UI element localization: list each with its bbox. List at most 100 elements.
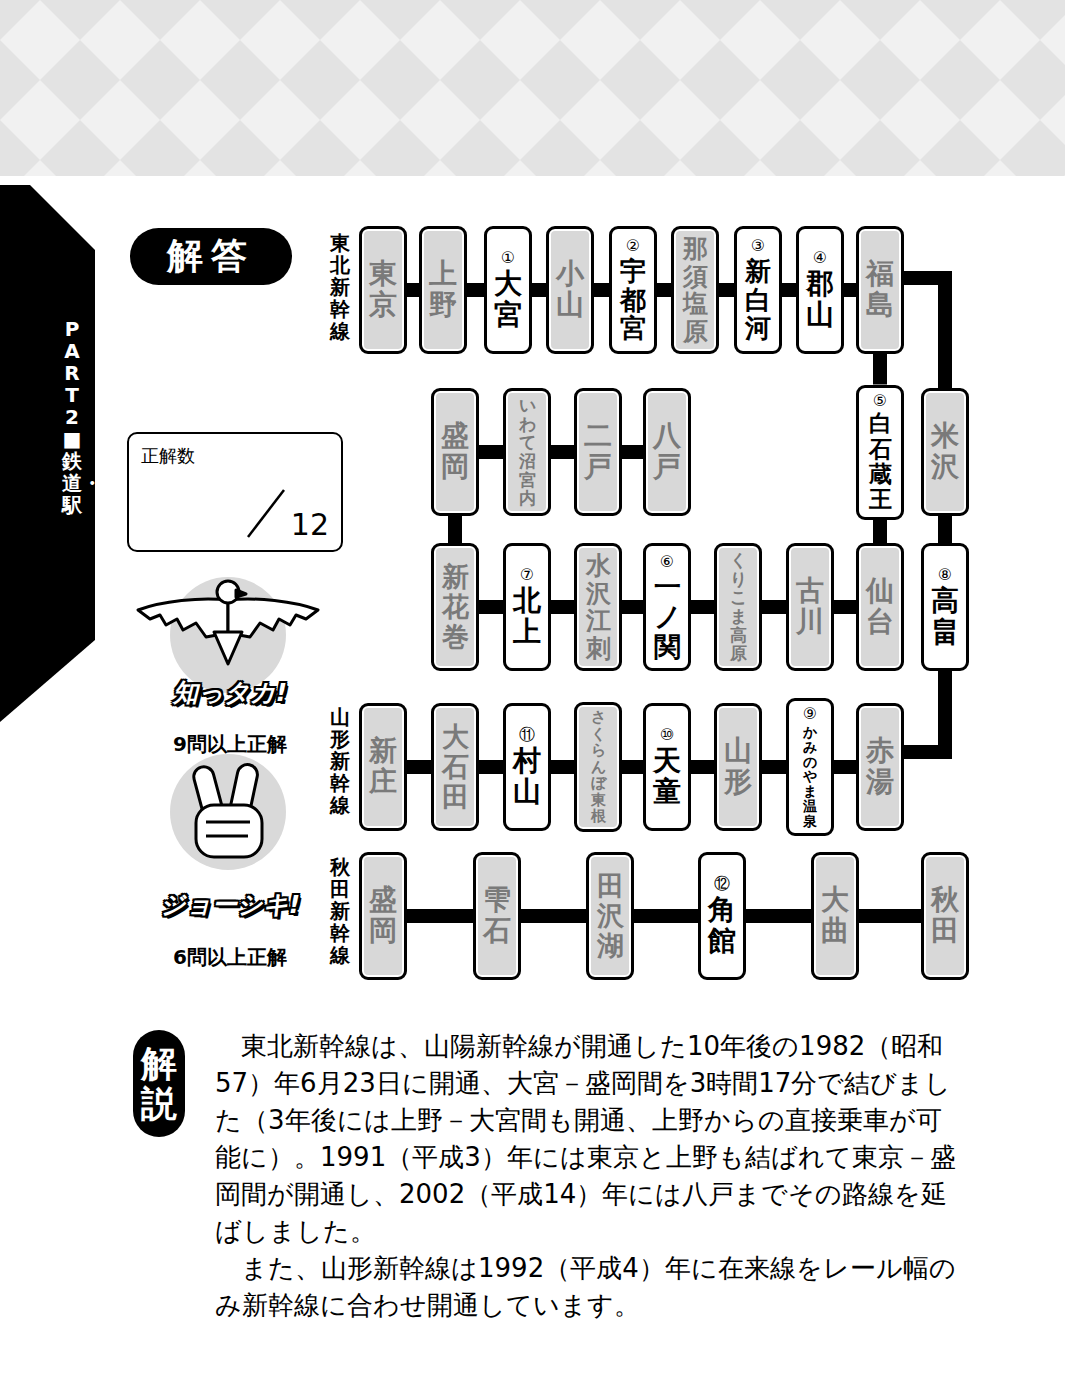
- rail-line: [634, 909, 698, 923]
- station-name: 大曲: [821, 885, 849, 947]
- rank-badge: 知っタカ!: [140, 676, 320, 709]
- rail-line: [859, 909, 921, 923]
- station-name: 米沢: [931, 421, 959, 483]
- station-name: 田沢湖: [597, 871, 624, 960]
- station-name: 村山: [513, 746, 541, 808]
- rail-line: [762, 600, 786, 614]
- rank-badge: ジョーシキ!: [140, 888, 320, 921]
- station-name: 水沢江刺: [586, 552, 611, 662]
- rail-line: [407, 909, 473, 923]
- station-box: ⑨かみのやま温泉: [786, 698, 834, 836]
- callout-number: ⑨: [802, 705, 818, 723]
- station-box: 大曲: [811, 852, 859, 980]
- commentary-pill: 解説: [133, 1030, 185, 1137]
- rail-line: [622, 445, 643, 459]
- rail-line: [622, 600, 643, 614]
- station-name: 新庄: [369, 736, 397, 798]
- rail-line: [551, 445, 574, 459]
- callout-number: ⑥: [659, 553, 675, 571]
- rail-line: [594, 283, 609, 297]
- station-box: ⑪村山: [503, 703, 551, 831]
- rail-line: [551, 760, 574, 774]
- station-name: 秋田: [931, 885, 959, 947]
- station-box: 赤湯: [856, 703, 904, 831]
- station-box: 水沢江刺: [574, 543, 622, 671]
- station-name: 古川: [796, 576, 824, 638]
- station-box: 米沢: [921, 388, 969, 516]
- station-box: 雫石: [473, 852, 521, 980]
- station-name: 小山: [556, 259, 584, 321]
- station-box: 新庄: [359, 703, 407, 831]
- rail-line: [467, 283, 484, 297]
- callout-number: ③: [750, 237, 766, 255]
- station-box: ⑤白石蔵王: [856, 385, 904, 520]
- callout-number: ②: [625, 237, 641, 255]
- station-box: 上野: [419, 226, 467, 354]
- station-name: 新白河: [745, 257, 771, 343]
- rail-line: [719, 283, 734, 297]
- station-name: 角館: [708, 895, 736, 957]
- rail-line: [844, 283, 856, 297]
- part-heading: PART 2■鉄道・駅: [62, 318, 82, 516]
- callout-number: ①: [500, 249, 516, 267]
- rail-line: [479, 760, 503, 774]
- station-box: くりこま高原: [714, 543, 762, 671]
- station-name: いわて沼宮内: [519, 396, 536, 508]
- station-box: ③ 新白河: [734, 226, 782, 354]
- eagle-illustration: [138, 577, 318, 693]
- rail-line: [762, 760, 786, 774]
- score-slash: [248, 490, 284, 537]
- station-box: 秋田: [921, 852, 969, 980]
- station-name: さくらんぼ東根: [591, 709, 606, 825]
- station-name: 盛岡: [441, 421, 469, 483]
- rail-line: [746, 909, 811, 923]
- station-name: 宇都宮: [620, 257, 646, 343]
- station-box: 山形: [714, 703, 762, 831]
- station-box: 那須塩原: [671, 226, 719, 354]
- v-sign-illustration: [170, 754, 286, 870]
- station-name: 高畠: [931, 586, 959, 648]
- rank-note: 9問以上正解: [140, 731, 320, 758]
- station-name: 上野: [429, 259, 457, 321]
- commentary-text: 解説: [141, 1044, 177, 1123]
- rail-line: [622, 760, 643, 774]
- station-name: 新花巻: [442, 562, 469, 651]
- station-name: 北上: [513, 586, 541, 648]
- rail-line: [904, 671, 945, 752]
- station-box: 小山: [546, 226, 594, 354]
- station-name: 仙台: [866, 576, 894, 638]
- station-name: 八戸: [653, 421, 681, 483]
- station-name: 一ノ関: [654, 572, 681, 661]
- station-box: さくらんぼ東根: [574, 702, 622, 832]
- part-tab: [0, 185, 95, 722]
- station-name: 郡山: [806, 269, 834, 331]
- rail-line: [407, 760, 431, 774]
- station-box: ⑥一ノ関: [643, 543, 691, 671]
- station-name: 赤湯: [866, 736, 894, 798]
- rail-line: [532, 283, 546, 297]
- rail-line: [938, 516, 952, 543]
- station-name: 二戸: [584, 421, 612, 483]
- rail-line: [479, 445, 503, 459]
- station-box: ② 宇都宮: [609, 226, 657, 354]
- station-name: 雫石: [483, 885, 511, 947]
- station-box: ⑦北上: [503, 543, 551, 671]
- rail-line: [691, 760, 714, 774]
- checkered-banner: [0, 0, 1065, 176]
- station-box: 古川: [786, 543, 834, 671]
- station-box: ④郡山: [796, 226, 844, 354]
- station-name: くりこま高原: [730, 551, 747, 663]
- rail-line: [521, 909, 586, 923]
- heading-pill: 解答: [130, 228, 292, 285]
- rail-line: [873, 520, 887, 544]
- callout-number: ⑤: [872, 392, 888, 410]
- station-box: 新花巻: [431, 543, 479, 671]
- rail-line: [448, 516, 462, 543]
- station-box: ⑫角館: [698, 852, 746, 980]
- station-box: 八戸: [643, 388, 691, 516]
- station-name: 山形: [724, 736, 752, 798]
- station-box: ⑩天童: [643, 703, 691, 831]
- station-box: 東京: [359, 226, 407, 354]
- callout-number: ⑧: [937, 566, 953, 584]
